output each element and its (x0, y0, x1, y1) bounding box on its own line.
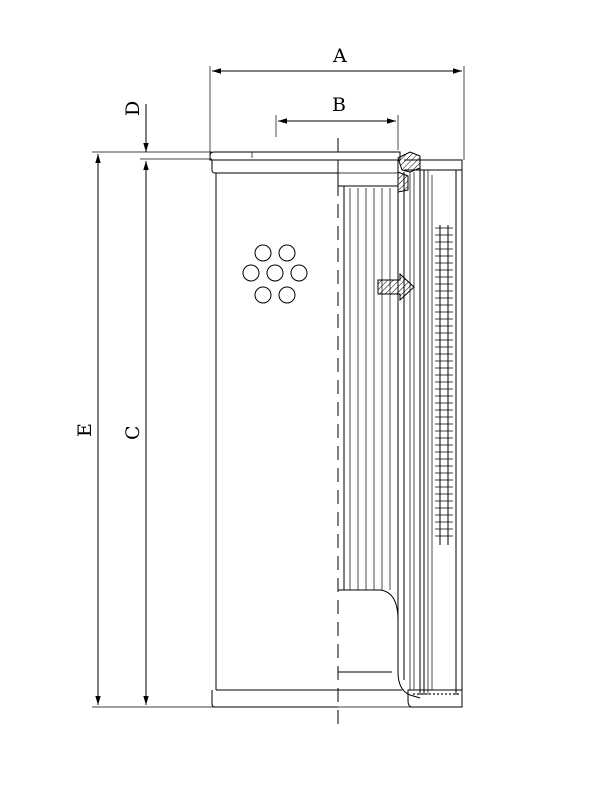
seal-dot (445, 693, 447, 695)
dimension-d: D (122, 101, 149, 152)
dimension-c: C (122, 158, 212, 705)
dimension-a: A (209, 45, 465, 160)
dimension-c-label: C (122, 425, 144, 440)
pleated-media (343, 166, 421, 695)
seal-dot (413, 693, 415, 695)
seal-dot (437, 693, 439, 695)
bottom-seal-dots (413, 693, 459, 695)
dimension-b: B (275, 94, 399, 150)
outer-support-tube (423, 170, 457, 695)
seal-dot (429, 693, 431, 695)
seal-dot (417, 693, 419, 695)
dimension-b-label: B (332, 94, 346, 116)
perforation-holes (242, 244, 308, 304)
dimension-e-label: E (74, 423, 96, 437)
seal-dot (425, 693, 427, 695)
seal-dot (441, 693, 443, 695)
mesh-screen (435, 225, 453, 545)
dimension-a-label: A (332, 45, 347, 67)
seal-dot (457, 693, 459, 695)
dimension-d-label: D (122, 101, 144, 116)
seal-dot (433, 693, 435, 695)
seal-dot (421, 693, 423, 695)
element-exterior-view (209, 151, 401, 708)
seal-dot (453, 693, 455, 695)
seal-dot (449, 693, 451, 695)
arrow-right-icon (377, 272, 415, 302)
element-section-view (337, 151, 463, 708)
